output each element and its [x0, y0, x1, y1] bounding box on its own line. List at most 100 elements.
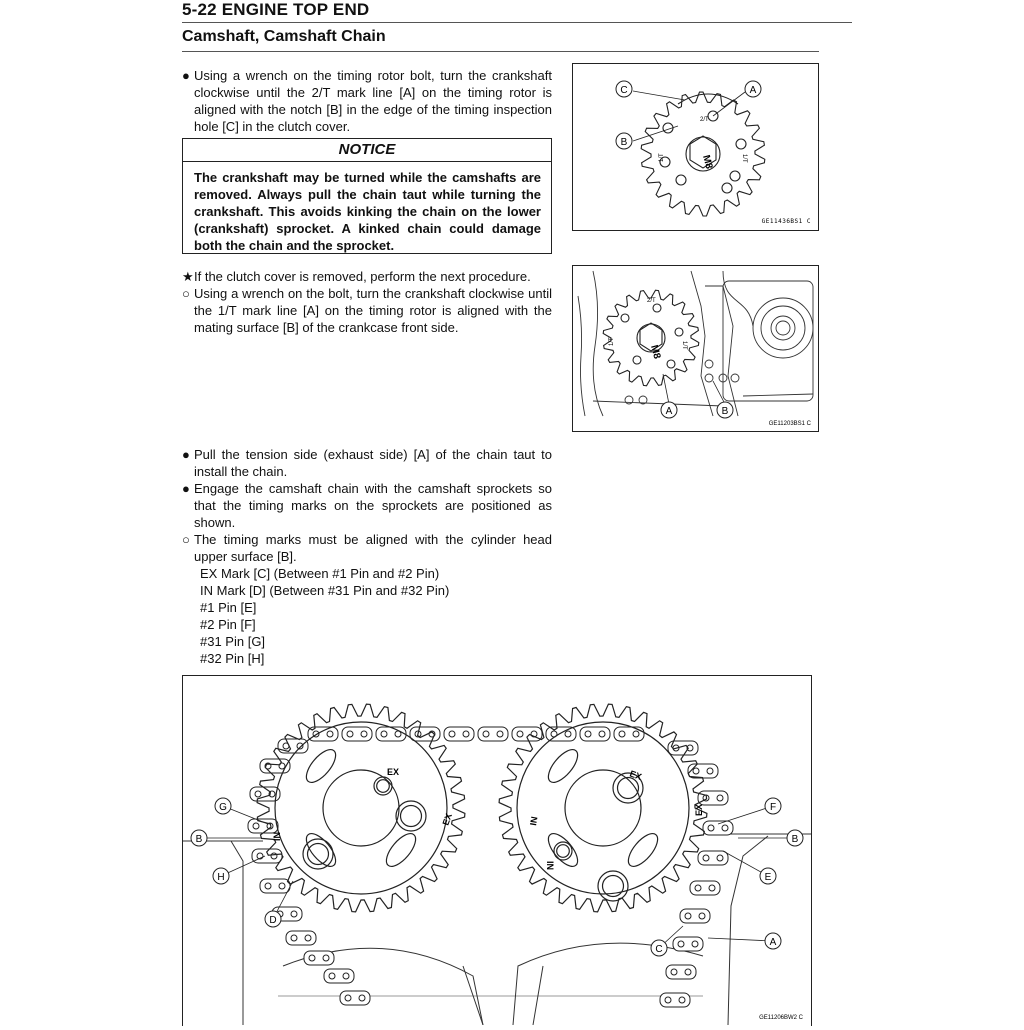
callout-g-label: G — [219, 802, 227, 813]
rotor-hole — [729, 170, 741, 182]
chain-pin — [670, 968, 678, 976]
callout-b-label: B — [196, 834, 203, 845]
right-sprocket-slot — [627, 833, 659, 867]
rotor-bolt-head — [689, 135, 717, 169]
step-2-item-1-text: If the clutch cover is removed, perform … — [194, 269, 531, 284]
chain-pin — [380, 730, 388, 738]
chain-link — [613, 726, 645, 742]
right-sprocket-slot — [547, 833, 579, 867]
chain-pin — [308, 954, 316, 962]
step-2-item-1: ★If the clutch cover is removed, perform… — [182, 268, 552, 285]
chain-pin — [342, 972, 350, 980]
in-mark-right-low: IN — [545, 861, 555, 870]
chain-pin — [264, 882, 272, 890]
chain-link — [511, 726, 543, 742]
sprocket-bolt-inner — [616, 776, 640, 800]
bullet-marker: ● — [182, 68, 190, 83]
left-sprocket-slot — [305, 749, 337, 783]
chain-pin — [304, 934, 312, 942]
sprocket-bolt-inner — [376, 779, 390, 793]
ex-mark-left-side: EX — [440, 812, 454, 827]
chain-link — [409, 726, 441, 742]
figure-code: GE11206BW2 C — [759, 1015, 804, 1021]
chain-pin — [278, 882, 286, 890]
right-sprocket-teeth — [498, 703, 708, 913]
timing-mark-1t-left: 1/T — [659, 153, 665, 162]
right-sprocket-hub — [564, 769, 642, 847]
timing-rotor-2t-diagram: M8 2/T 1/T 1/T C A B GE11436BS1 C — [615, 80, 811, 225]
chain-link — [303, 950, 335, 966]
callout-b — [190, 829, 208, 847]
step-1: ● Using a wrench on the timing rotor bolt… — [182, 67, 552, 135]
callout-e-leader — [722, 850, 769, 877]
figure-timing-rotor-2t: M8 2/T 1/T 1/T C A B GE11436BS1 C — [572, 63, 819, 231]
chain-pin — [296, 742, 304, 750]
timing-mark-2t: 2/T — [700, 117, 709, 123]
callout-e — [759, 867, 777, 885]
chain-pin — [254, 790, 262, 798]
sprocket-bolt-outer — [612, 772, 644, 804]
chain-pin — [702, 854, 710, 862]
step-2: ★If the clutch cover is removed, perform… — [182, 268, 552, 336]
sprocket-bolt-inner — [556, 844, 570, 858]
chain-link — [672, 936, 704, 952]
step-2-item-2-text: Using a wrench on the bolt, turn the cra… — [194, 286, 552, 335]
chain-pin — [684, 912, 692, 920]
rotor-bolt-washer — [685, 136, 721, 172]
chain-pin — [328, 972, 336, 980]
rotor-hole — [652, 303, 662, 313]
chain-pin — [358, 994, 366, 1002]
chain-pin — [716, 794, 724, 802]
chain-link — [579, 726, 611, 742]
sprocket-bolt-outer — [553, 841, 573, 861]
bolt-size-label: M8 — [648, 344, 662, 361]
chain-pin — [252, 822, 260, 830]
chain-link — [285, 930, 317, 946]
sprocket-bolt-outer — [302, 838, 334, 870]
chain-pin — [266, 822, 274, 830]
ex-mark-right-side: EX — [694, 804, 704, 816]
callout-c — [615, 80, 633, 98]
chain-link — [341, 726, 373, 742]
chain-pin — [632, 730, 640, 738]
chain-pin — [716, 854, 724, 862]
rotor-hole — [659, 156, 671, 168]
legend-ex-mark: EX Mark [C] (Between #1 Pin and #2 Pin) — [200, 566, 440, 581]
callout-c — [650, 939, 668, 957]
callout-c-label: C — [620, 85, 627, 96]
chain-link — [659, 992, 691, 1008]
chain-link — [702, 820, 734, 836]
ex-mark-right-top: EX — [628, 768, 643, 782]
timing-rotor-1t-diagram: M8 2/T 1/T 1/T A B GE11203BS1 C — [577, 270, 814, 427]
notice-heading: NOTICE — [183, 139, 551, 162]
chain-pin — [496, 730, 504, 738]
figure-code: GE11203BS1 C — [769, 421, 812, 427]
chain-link — [307, 726, 339, 742]
notice-body: The crankshaft may be turned while the c… — [194, 170, 541, 253]
callout-a — [744, 80, 762, 98]
step-1-text: Using a wrench on the timing rotor bolt,… — [194, 68, 552, 134]
step-3-item-3-text: The timing marks must be aligned with th… — [194, 532, 552, 564]
chain-pin — [290, 934, 298, 942]
chain-pin — [448, 730, 456, 738]
chain-pin — [707, 824, 715, 832]
rotor-hole — [721, 182, 733, 194]
chain-pin — [598, 730, 606, 738]
header-rule — [182, 22, 852, 23]
page-subtitle: Camshaft, Camshaft Chain — [182, 28, 386, 45]
rotor-hole — [666, 359, 676, 369]
callout-c-label: C — [655, 944, 662, 955]
subtitle-rule — [182, 51, 819, 52]
in-mark-left: IN — [272, 832, 282, 841]
timing-mark-1t-right: 1/T — [681, 341, 687, 350]
timing-mark-1t-right: 1/T — [741, 154, 747, 163]
sprocket-bolt-outer — [373, 776, 393, 796]
step-3: ●Pull the tension side (exhaust side) [A… — [182, 446, 552, 565]
rotor-hole — [707, 110, 719, 122]
callout-h — [212, 867, 230, 885]
chain-link — [339, 990, 371, 1006]
chain-pin — [326, 730, 334, 738]
left-sprocket-hub — [322, 769, 400, 847]
rotor-hole — [674, 327, 684, 337]
